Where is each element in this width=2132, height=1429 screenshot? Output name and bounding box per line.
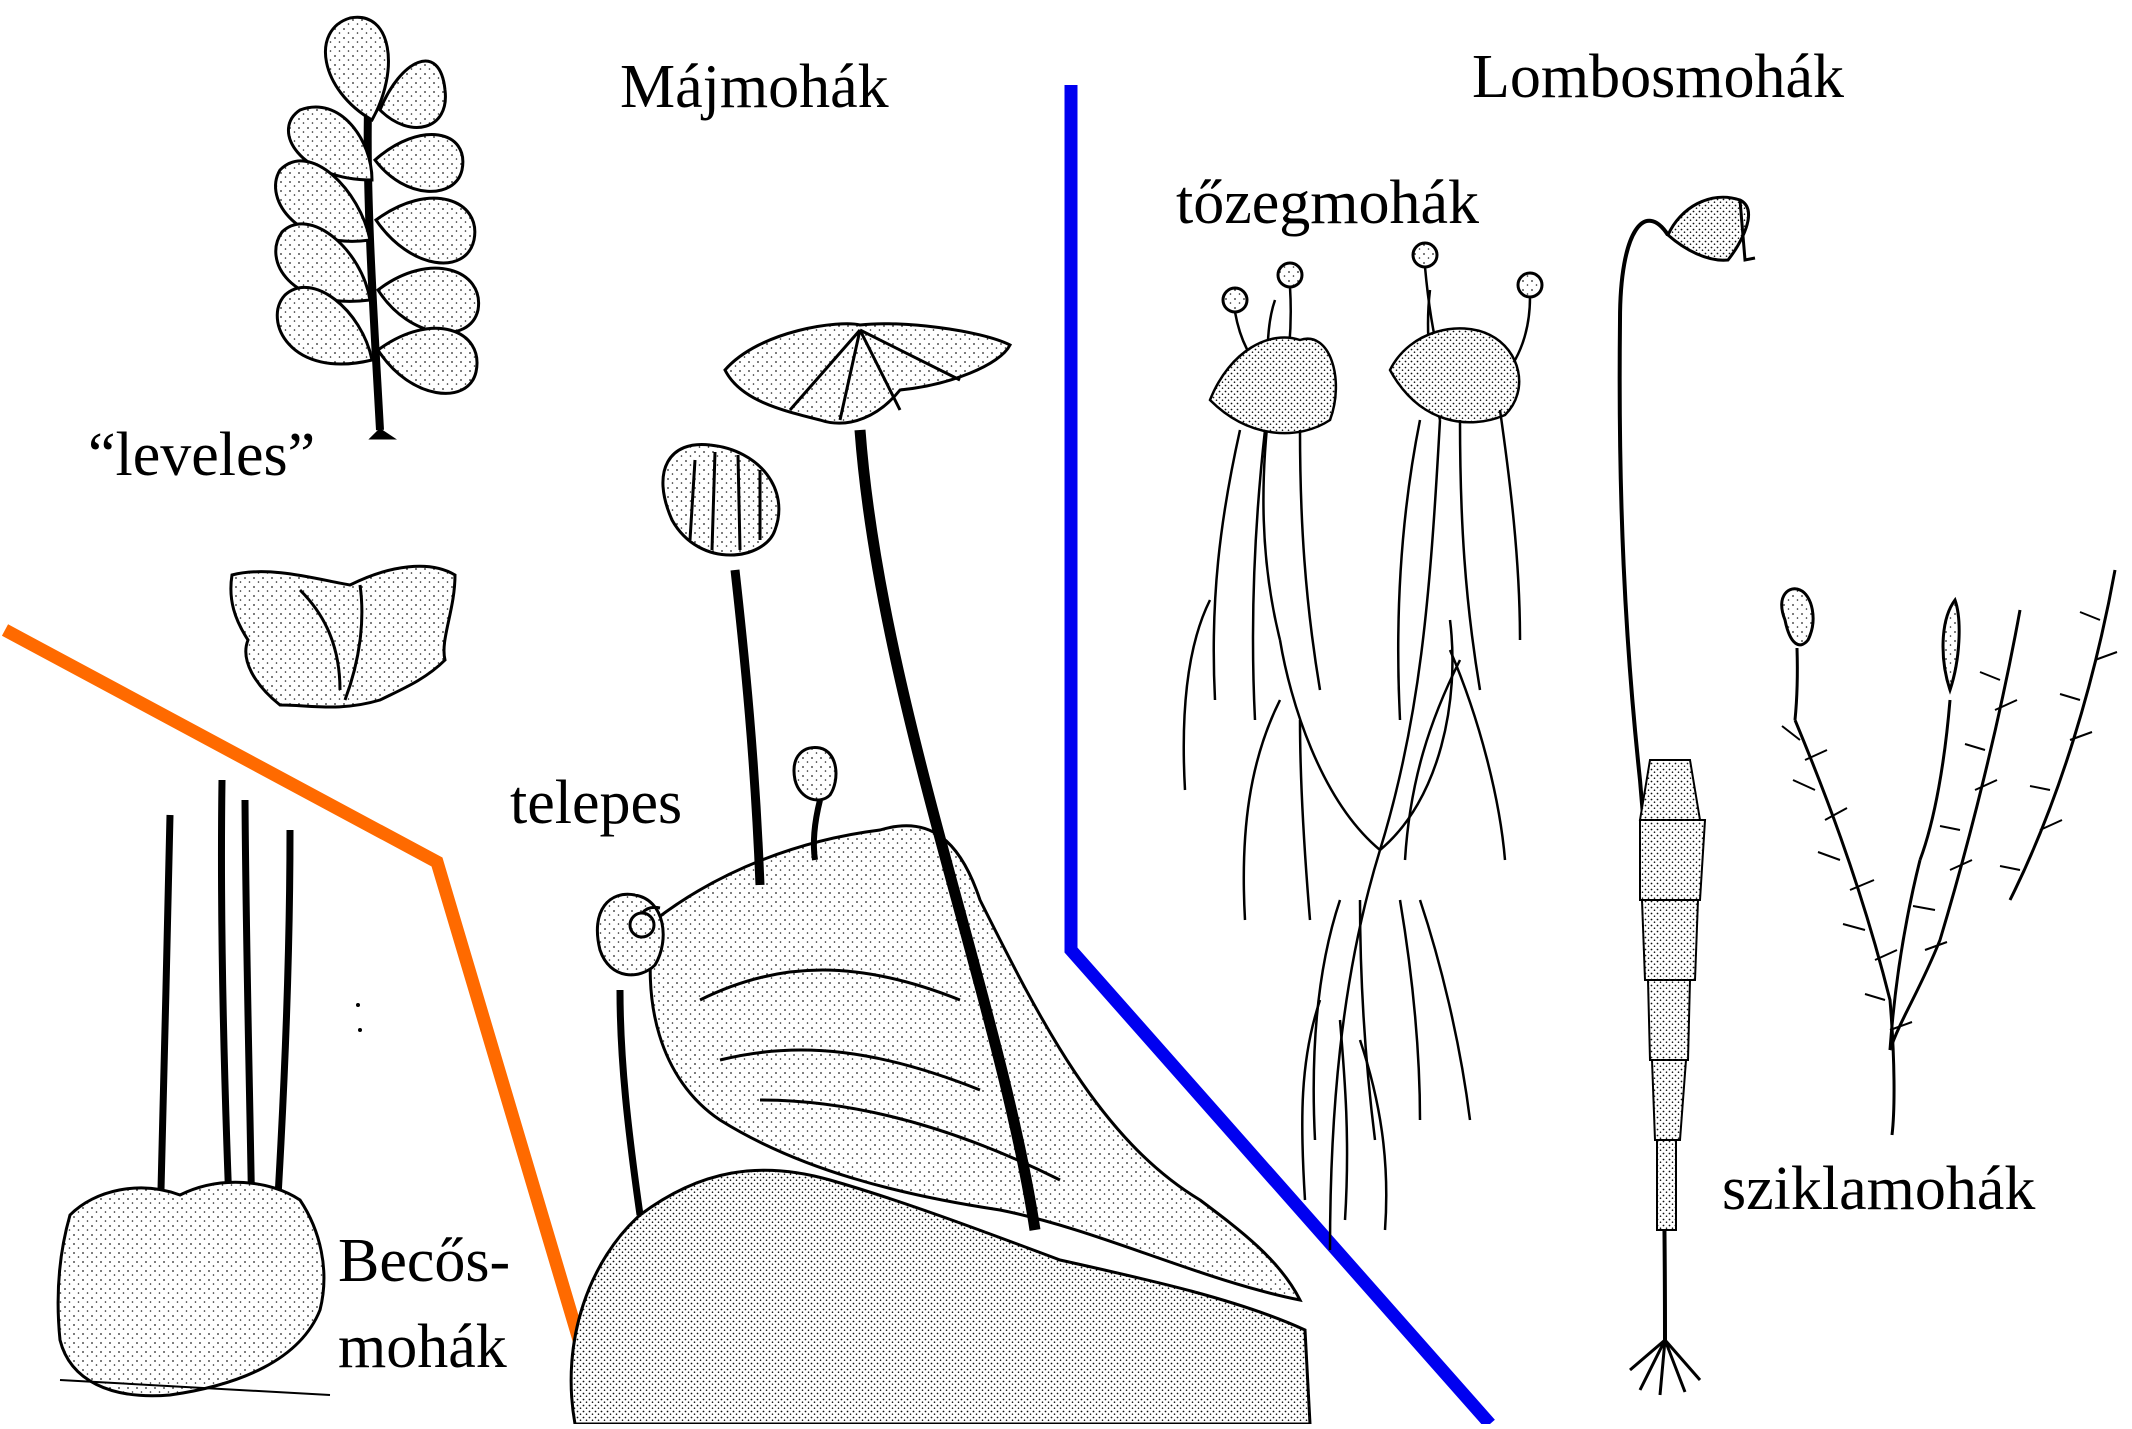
stray-dot — [358, 1028, 362, 1032]
sphagnum-moss-drawing — [1184, 243, 1542, 1250]
leafy-liverwort-drawing — [276, 17, 479, 438]
label-lombosmohak: Lombosmohák — [1472, 46, 1844, 108]
label-tozegmohak: tőzegmohák — [1176, 172, 1479, 234]
label-becos-line2: mohák — [338, 1316, 507, 1378]
liverwort-fragment-drawing — [231, 566, 455, 707]
thalloid-liverwort-drawing — [571, 324, 1310, 1424]
hornwort-drawing — [58, 780, 330, 1396]
rock-moss-drawing — [1782, 570, 2117, 1135]
label-majmohak: Májmohák — [620, 56, 889, 118]
stray-dot — [356, 1003, 360, 1007]
label-telepes: telepes — [510, 772, 682, 834]
label-leveles: “leveles” — [88, 424, 315, 486]
label-sziklamohak: sziklamohák — [1722, 1158, 2035, 1220]
label-becos-line1: Becős- — [338, 1230, 510, 1292]
